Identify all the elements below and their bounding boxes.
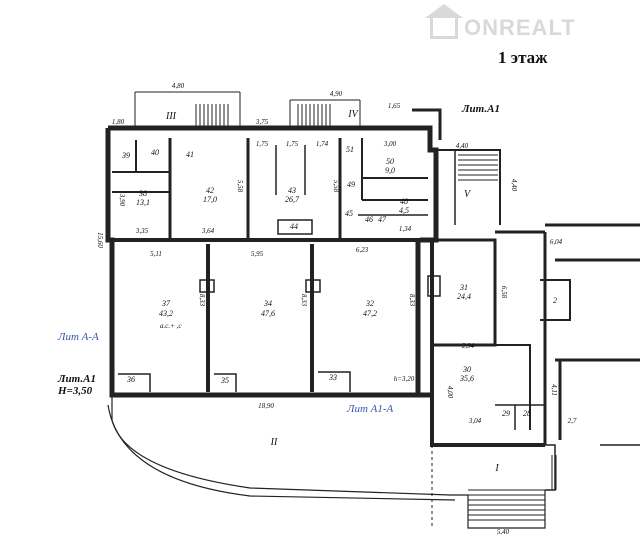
dim-4-40a: 4,40 bbox=[456, 142, 469, 150]
room-28-number: 28 bbox=[523, 409, 531, 418]
room-40-number: 40 bbox=[151, 148, 159, 157]
room-48-area: 4,5 bbox=[399, 206, 409, 215]
section-I-label: I bbox=[494, 463, 499, 474]
dim-5-40: 5,40 bbox=[497, 528, 510, 536]
room-29-number: 29 bbox=[502, 409, 510, 418]
dim-5-95: 5,95 bbox=[251, 250, 264, 258]
height-label: Н=3,50 bbox=[57, 385, 93, 397]
room-33-number: 33 bbox=[328, 373, 337, 382]
room-49-number: 49 bbox=[347, 180, 355, 189]
room-37-area: 43,2 bbox=[159, 309, 173, 318]
dim-5-58b: 5,58 bbox=[332, 180, 340, 193]
room-30-number: 30 bbox=[462, 365, 471, 374]
room-32-number: 32 bbox=[365, 299, 374, 308]
watermark-text: ONREALT bbox=[464, 15, 576, 40]
room-2-number: 2 bbox=[553, 296, 557, 305]
handwritten-lit-bottom: Лит А1-А bbox=[346, 403, 394, 415]
dim-4-80: 4,80 bbox=[172, 82, 185, 90]
room-51-number: 51 bbox=[346, 145, 354, 154]
dim-3-00: 3,00 bbox=[383, 140, 397, 148]
dim-8-33b: 8,33 bbox=[300, 294, 308, 307]
dim-6-58: 6,58 bbox=[500, 286, 508, 299]
dim-6-04: 6,04 bbox=[550, 238, 563, 246]
room-43-area: 26,7 bbox=[285, 195, 300, 204]
section-V-label: V bbox=[464, 189, 472, 200]
ceiling-height-label: h=3,20 bbox=[394, 375, 415, 383]
dim-18-90: 18,90 bbox=[258, 402, 274, 410]
dim-4-11: 4,11 bbox=[550, 384, 558, 396]
dim-3-64: 3,64 bbox=[201, 227, 215, 235]
handwritten-note: a.c.+ ,с bbox=[160, 322, 182, 330]
dim-4-00: 4,00 bbox=[446, 386, 454, 399]
room-35-number: 35 bbox=[220, 376, 229, 385]
dim-3-75: 3,75 bbox=[255, 118, 269, 126]
section-III-label: III bbox=[165, 111, 177, 122]
handwritten-lit-left: Лит А-А bbox=[57, 331, 99, 343]
dim-1-34: 1,34 bbox=[399, 225, 412, 233]
section-II-label: II bbox=[270, 437, 278, 448]
dim-8-33c: 8,33 bbox=[408, 294, 416, 307]
room-45-number: 45 bbox=[345, 209, 353, 218]
dim-4-90: 4,90 bbox=[330, 90, 343, 98]
dim-3-35: 3,35 bbox=[135, 227, 149, 235]
dim-2-7: 2,7 bbox=[568, 417, 577, 425]
dim-4-40b: 4,40 bbox=[510, 179, 518, 192]
dim-2-94: 2,94 bbox=[462, 342, 475, 350]
dim-8-33a: 8,33 bbox=[198, 294, 206, 307]
room-41-number: 41 bbox=[186, 150, 194, 159]
room-39-number: 39 bbox=[121, 151, 130, 160]
room-30-area: 35,6 bbox=[459, 374, 474, 383]
floor-title: 1 этаж bbox=[498, 48, 548, 67]
dim-6-23: 6,23 bbox=[356, 246, 369, 254]
lit-a1-left-label: Лит.А1 bbox=[57, 373, 96, 385]
room-31-area: 24,4 bbox=[457, 292, 471, 301]
room-38-number: 38 bbox=[138, 189, 147, 198]
dim-3-90: 3,90 bbox=[118, 193, 126, 207]
dim-1-80: 1,80 bbox=[112, 118, 125, 126]
dim-1-75b: 1,75 bbox=[286, 140, 299, 148]
dim-1-75a: 1,75 bbox=[256, 140, 269, 148]
dim-5-11: 5,11 bbox=[150, 250, 162, 258]
room-46-number: 46 bbox=[365, 215, 373, 224]
room-47-number: 47 bbox=[378, 215, 387, 224]
dim-3-04: 3,04 bbox=[468, 417, 482, 425]
room-43-number: 43 bbox=[288, 186, 296, 195]
room-36-number: 36 bbox=[126, 375, 135, 384]
room-34-area: 47,6 bbox=[261, 309, 275, 318]
room-44-number: 44 bbox=[290, 222, 298, 231]
room-37-number: 37 bbox=[161, 299, 171, 308]
room-31-number: 31 bbox=[459, 283, 468, 292]
dim-15-60: 15,60 bbox=[96, 232, 104, 248]
room-50-number: 50 bbox=[386, 157, 394, 166]
dim-5-58a: 5,58 bbox=[236, 180, 244, 193]
watermark-logo: ONREALT bbox=[425, 4, 640, 54]
room-48-number: 48 bbox=[400, 197, 408, 206]
room-42-area: 17,0 bbox=[203, 195, 217, 204]
room-50-area: 9,0 bbox=[385, 166, 395, 175]
room-38-area: 13,1 bbox=[136, 198, 150, 207]
dim-1-74: 1,74 bbox=[316, 140, 329, 148]
room-34-number: 34 bbox=[263, 299, 272, 308]
dim-1-65: 1,65 bbox=[388, 102, 401, 110]
room-32-area: 47,2 bbox=[363, 309, 377, 318]
room-42-number: 42 bbox=[206, 186, 214, 195]
section-IV-label: IV bbox=[347, 109, 359, 120]
house-logo-icon bbox=[425, 4, 463, 39]
lit-a1-top-label: Лит.А1 bbox=[461, 103, 500, 115]
